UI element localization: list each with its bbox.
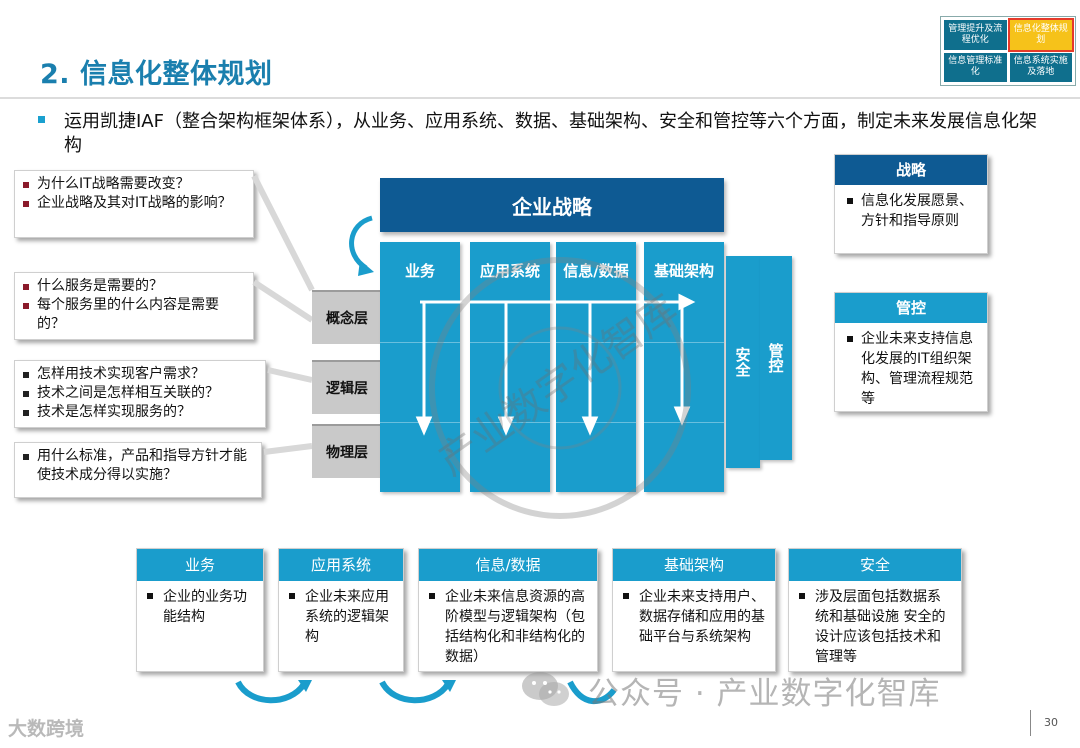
bullet-icon bbox=[38, 116, 45, 123]
layer-physical: 物理层 bbox=[312, 424, 382, 478]
question-item: 每个服务里的什么内容是需要的？ bbox=[23, 296, 245, 334]
intro-text: 运用凯捷IAF（整合架构框架体系），从业务、应用系统、数据、基础架构、安全和管控… bbox=[64, 111, 1037, 156]
question-item: 技术之间是怎样相互关联的？ bbox=[23, 384, 257, 403]
column-label: 业务 bbox=[404, 262, 435, 280]
bottom-box-text: 企业未来应用系统的逻辑架构 bbox=[279, 581, 403, 653]
bottom-box-text: 企业未来支持用户、数据存储和应用的基础平台与系统架构 bbox=[613, 581, 775, 653]
page-number: 30 bbox=[1044, 716, 1058, 729]
right-box-governance: 管控 企业未来支持信息化发展的IT组织架构、管理流程规范等 bbox=[834, 292, 988, 412]
section-nav: 管理提升及流程优化 信息化整体规划 信息管理标准化 信息系统实施及落地 bbox=[940, 16, 1076, 86]
layer-concept: 概念层 bbox=[312, 290, 382, 344]
right-box-strategy: 战略 信息化发展愿景、方针和指导原则 bbox=[834, 154, 988, 254]
bottom-box-text: 企业未来信息资源的高阶模型与逻辑架构（包括结构化和非结构化的数据） bbox=[419, 581, 597, 673]
bottom-box-text: 涉及层面包括数据系统和基础设施 安全的设计应该包括技术和管理等 bbox=[789, 581, 961, 673]
intro-paragraph: 运用凯捷IAF（整合架构框架体系），从业务、应用系统、数据、基础架构、安全和管控… bbox=[38, 110, 1048, 158]
page-title: 2. 信息化整体规划 bbox=[40, 59, 273, 90]
question-item: 为什么IT战略需要改变？ bbox=[23, 175, 245, 194]
bottom-box-infrastructure: 基础架构 企业未来支持用户、数据存储和应用的基础平台与系统架构 bbox=[612, 548, 776, 672]
right-box-title: 管控 bbox=[835, 293, 987, 323]
watermark-text: 公众号 · 产业数字化智库 bbox=[588, 676, 941, 712]
column-data: 信息/数据 bbox=[556, 242, 636, 492]
column-label: 应用系统 bbox=[479, 262, 540, 280]
enterprise-strategy-bar: 企业战略 bbox=[380, 178, 724, 232]
question-item: 什么服务是需要的？ bbox=[23, 277, 245, 296]
column-apps: 应用系统 bbox=[470, 242, 550, 492]
bottom-box-text: 企业的业务功能结构 bbox=[137, 581, 263, 633]
question-box-physical: 用什么标准，产品和指导方针才能使技术成分得以实施？ bbox=[14, 442, 262, 498]
bottom-box-business: 业务 企业的业务功能结构 bbox=[136, 548, 264, 672]
bottom-box-title: 应用系统 bbox=[279, 549, 403, 581]
right-box-text: 信息化发展愿景、方针和指导原则 bbox=[835, 185, 987, 237]
bottom-box-security: 安全 涉及层面包括数据系统和基础设施 安全的设计应该包括技术和管理等 bbox=[788, 548, 962, 672]
column-label: 基础架构 bbox=[653, 262, 714, 280]
nav-item-standardization[interactable]: 信息管理标准化 bbox=[944, 52, 1007, 82]
question-item: 企业战略及其对IT战略的影响？ bbox=[23, 194, 245, 213]
bottom-box-title: 基础架构 bbox=[613, 549, 775, 581]
question-box-strategy: 为什么IT战略需要改变？ 企业战略及其对IT战略的影响？ bbox=[14, 170, 254, 238]
nav-item-it-planning[interactable]: 信息化整体规划 bbox=[1007, 18, 1074, 52]
column-label: 信息/数据 bbox=[563, 262, 629, 280]
nav-item-process[interactable]: 管理提升及流程优化 bbox=[944, 20, 1007, 50]
bottom-box-data: 信息/数据 企业未来信息资源的高阶模型与逻辑架构（包括结构化和非结构化的数据） bbox=[418, 548, 598, 672]
column-governance: 管控 bbox=[760, 256, 792, 460]
question-box-concept: 什么服务是需要的？ 每个服务里的什么内容是需要的？ bbox=[14, 272, 254, 340]
question-item: 技术是怎样实现服务的？ bbox=[23, 403, 257, 422]
right-box-text: 企业未来支持信息化发展的IT组织架构、管理流程规范等 bbox=[835, 323, 987, 415]
page-separator bbox=[1030, 710, 1031, 736]
nav-item-implementation[interactable]: 信息系统实施及落地 bbox=[1009, 52, 1072, 82]
question-box-logic: 怎样用技术实现客户需求？ 技术之间是怎样相互关联的？ 技术是怎样实现服务的？ bbox=[14, 360, 266, 428]
bottom-box-apps: 应用系统 企业未来应用系统的逻辑架构 bbox=[278, 548, 404, 672]
bottom-box-title: 安全 bbox=[789, 549, 961, 581]
connector-lines bbox=[251, 174, 315, 455]
title-divider bbox=[0, 97, 1080, 99]
right-box-title: 战略 bbox=[835, 155, 987, 185]
curved-arrow-icon bbox=[349, 215, 374, 276]
question-item: 怎样用技术实现客户需求？ bbox=[23, 365, 257, 384]
layer-logic: 逻辑层 bbox=[312, 360, 382, 414]
column-infrastructure: 基础架构 bbox=[644, 242, 724, 492]
bottom-box-title: 信息/数据 bbox=[419, 549, 597, 581]
brand-logo: 大数跨境 bbox=[8, 718, 85, 740]
bottom-cycle-arrows bbox=[235, 680, 617, 705]
question-item: 用什么标准，产品和指导方针才能使技术成分得以实施？ bbox=[23, 447, 253, 485]
flow-arrows bbox=[415, 293, 696, 436]
bottom-box-title: 业务 bbox=[137, 549, 263, 581]
wechat-icon bbox=[522, 672, 569, 706]
column-security: 安全 bbox=[726, 256, 760, 468]
